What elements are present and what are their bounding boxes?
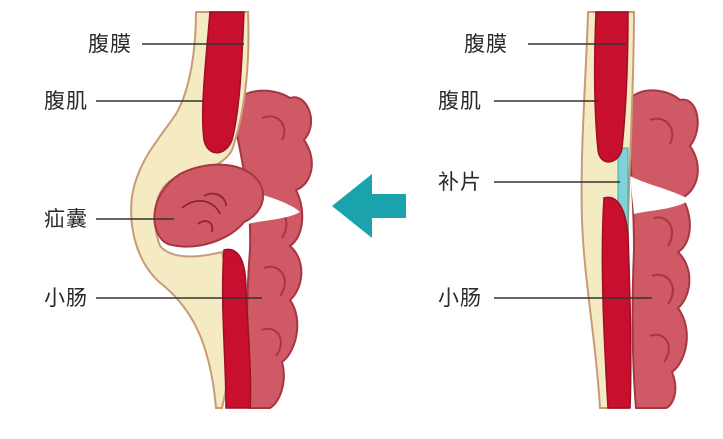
left-muscle-lower <box>221 248 252 409</box>
right-panel <box>494 11 699 409</box>
left-leader-lines <box>96 43 262 299</box>
left-panel <box>96 11 313 409</box>
right-muscle-lower <box>601 196 632 409</box>
right-muscle-upper <box>593 11 629 163</box>
left-label-peritoneum: 腹膜 <box>88 32 132 56</box>
left-hernia-sac <box>153 163 265 248</box>
right-label-abdominal-muscle: 腹肌 <box>438 89 482 113</box>
left-label-small-intestine: 小肠 <box>44 286 88 310</box>
left-muscle-upper <box>201 11 245 154</box>
left-label-abdominal-muscle: 腹肌 <box>44 89 88 113</box>
right-leader-lines <box>494 43 652 299</box>
left-label-hernia-sac: 疝囊 <box>44 207 88 231</box>
right-small-intestine <box>624 89 699 409</box>
right-label-small-intestine: 小肠 <box>438 286 482 310</box>
left-small-intestine <box>230 89 313 409</box>
right-label-patch: 补片 <box>438 170 482 194</box>
left-arrow-icon <box>332 174 406 238</box>
right-label-peritoneum: 腹膜 <box>464 32 508 56</box>
